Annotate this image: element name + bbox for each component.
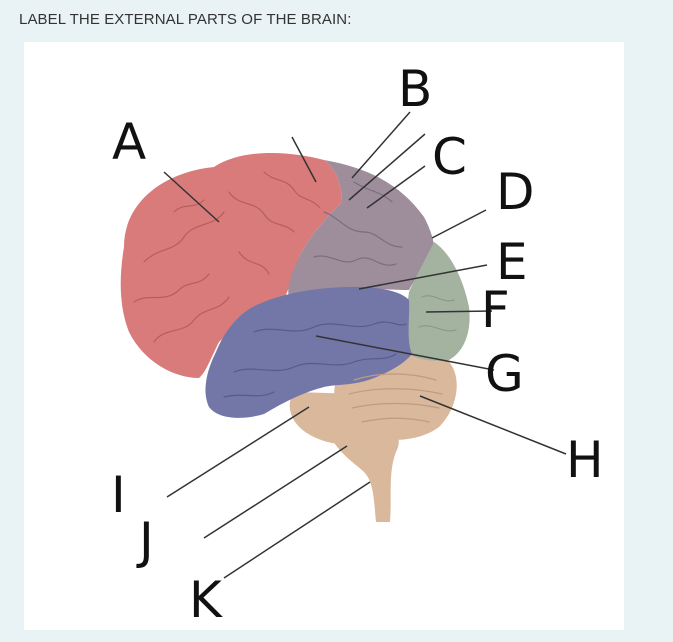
- occipital-gyri: [418, 295, 457, 332]
- temporal-gyri: [223, 321, 407, 398]
- leader-line-a: [163, 171, 220, 223]
- leader-line-k: [223, 481, 371, 579]
- frontal-lobe: [120, 152, 342, 378]
- leader-line-b2: [348, 133, 426, 201]
- leader-line-h: [419, 395, 567, 455]
- leader-line-j: [203, 445, 348, 539]
- temporal-lobe: [205, 286, 412, 418]
- label-k: K: [189, 571, 223, 629]
- question-text: LABEL THE EXTERNAL PARTS OF THE BRAIN:: [19, 11, 352, 28]
- brain-diagram: A B C D E F G H I J K: [24, 42, 624, 630]
- leader-line-top: [291, 136, 317, 183]
- label-i: I: [111, 466, 126, 524]
- leader-line-f: [425, 310, 493, 313]
- frontal-gyri: [133, 171, 321, 343]
- label-c: C: [432, 128, 467, 186]
- leader-line-e: [358, 264, 488, 290]
- leader-line-d: [431, 209, 487, 239]
- label-e: E: [496, 233, 528, 291]
- label-d: D: [496, 163, 535, 221]
- leader-line-c: [366, 165, 426, 209]
- leader-line-i: [166, 406, 310, 498]
- label-b: B: [398, 60, 432, 118]
- label-f: F: [481, 281, 510, 339]
- leader-line-b1: [351, 111, 411, 179]
- label-a: A: [112, 113, 146, 171]
- leader-line-g: [315, 335, 495, 371]
- label-h: H: [566, 431, 604, 489]
- leader-lines: [163, 111, 567, 579]
- label-g: G: [485, 345, 524, 403]
- cerebellum-folds: [348, 373, 443, 423]
- parietal-gyri: [313, 181, 403, 266]
- brainstem: [324, 422, 399, 522]
- parietal-lobe: [288, 160, 435, 297]
- label-j: J: [136, 512, 154, 570]
